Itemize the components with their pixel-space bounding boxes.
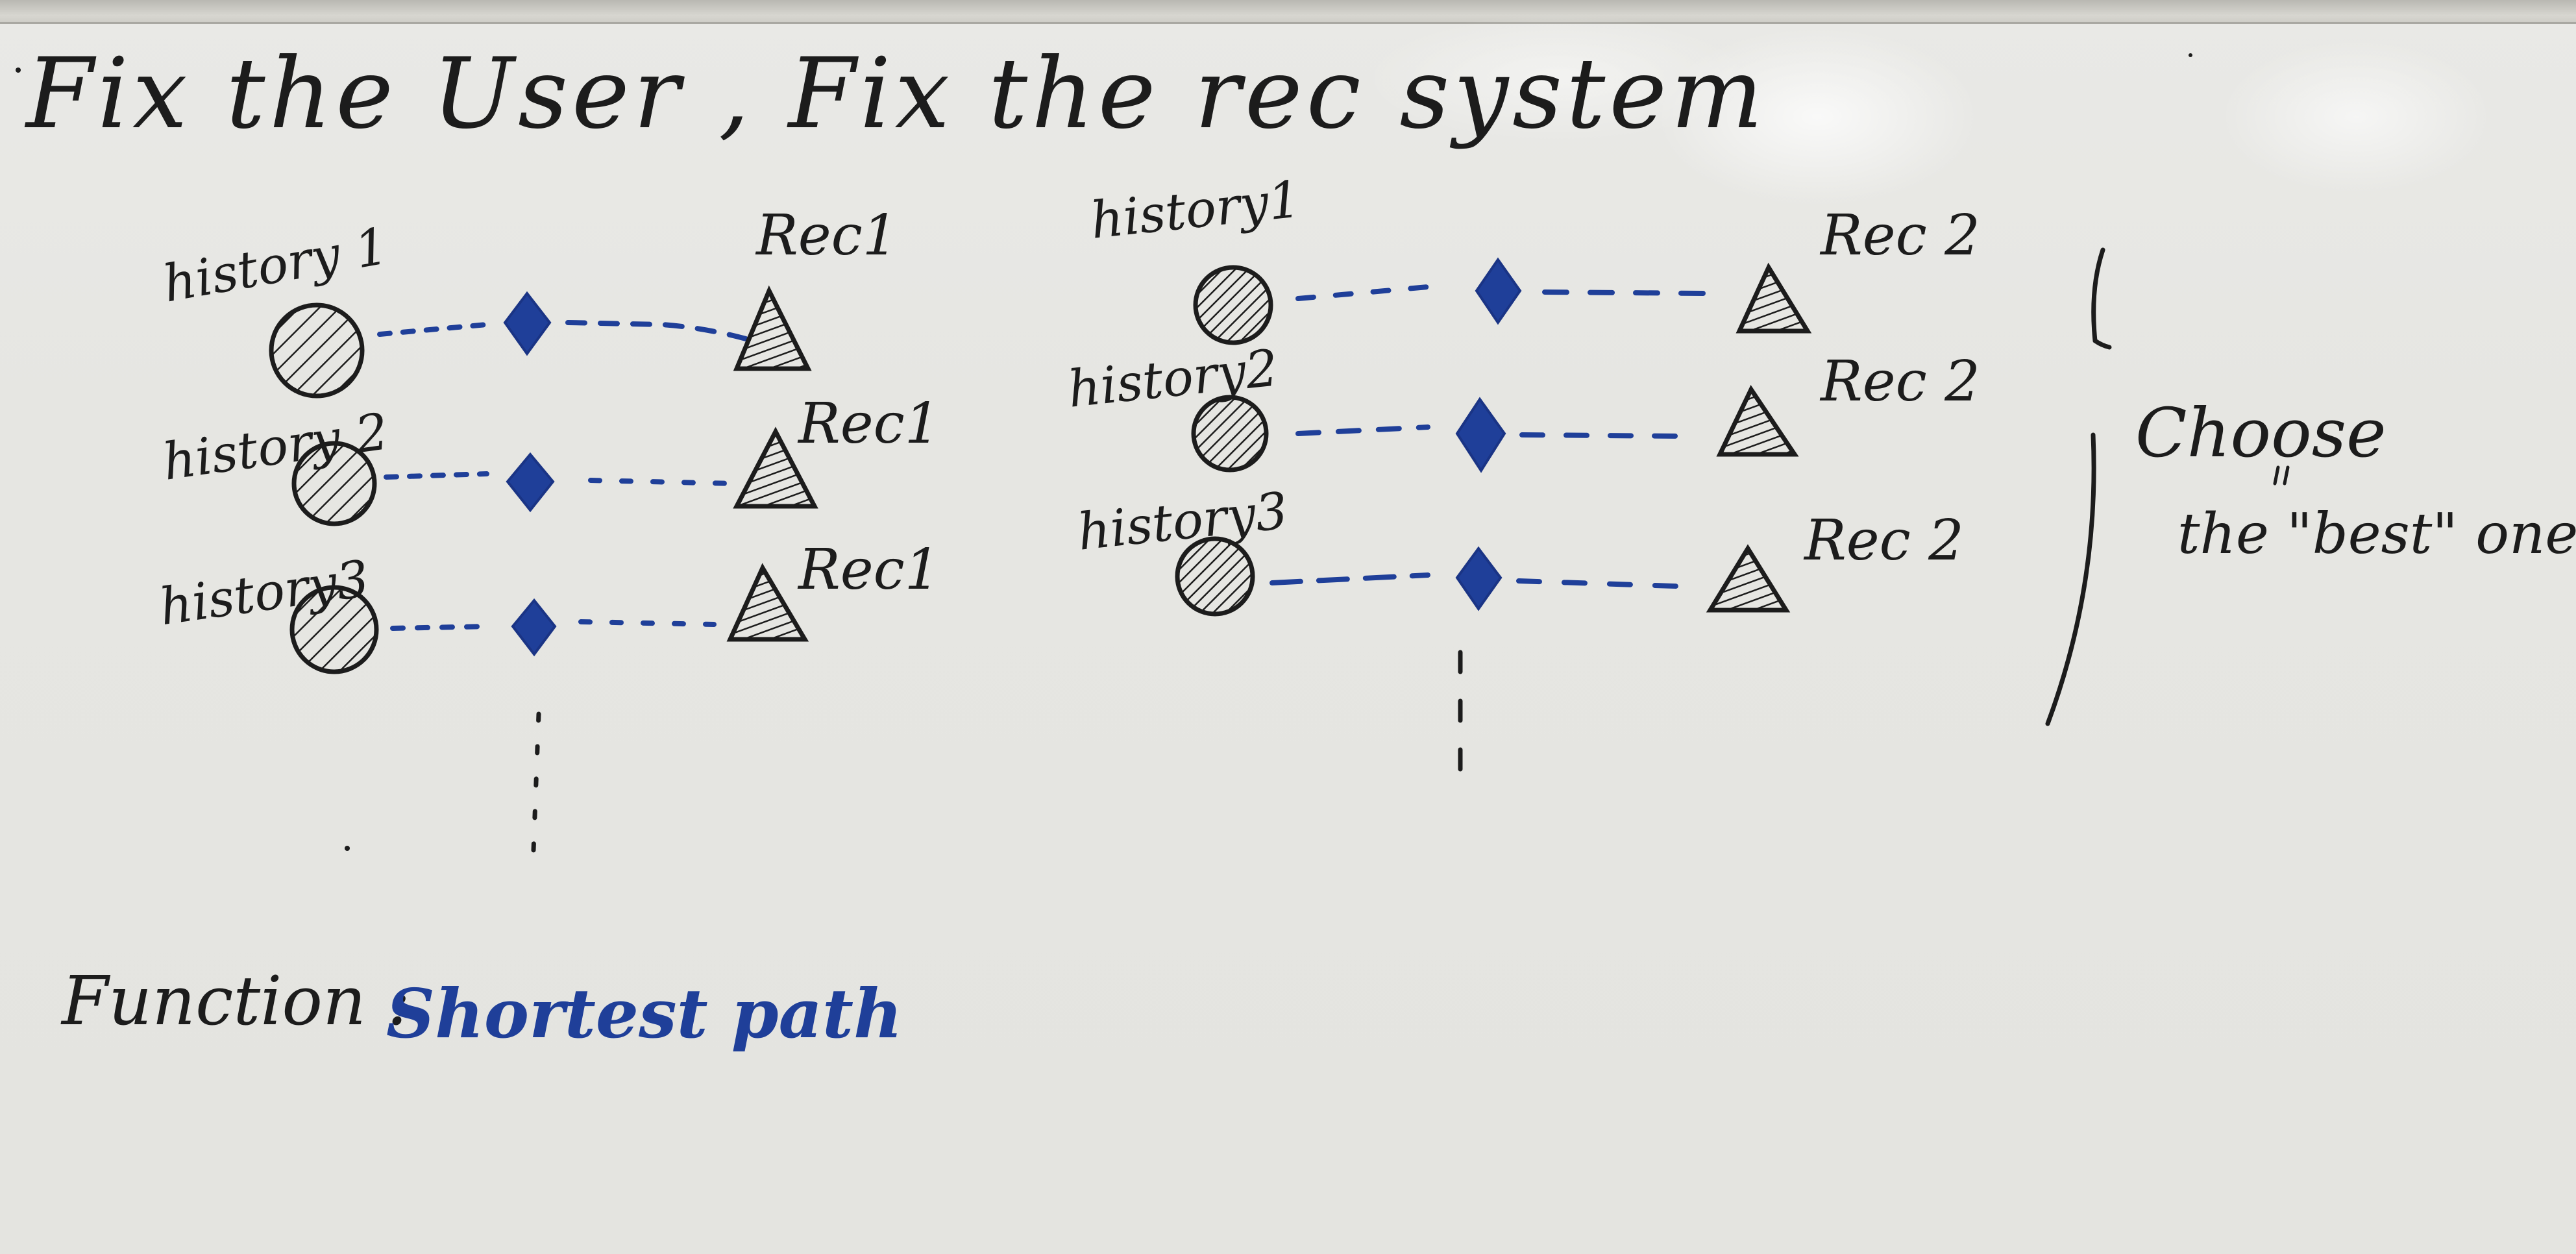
rec-node-icon xyxy=(726,563,809,642)
rec-label-left-1: Rec1 xyxy=(756,203,898,268)
rec-label-right-1: Rec 2 xyxy=(1821,203,1980,268)
row-right-3 xyxy=(1175,536,1791,617)
history-node-icon xyxy=(1175,536,1255,617)
rec-node-icon xyxy=(733,285,812,371)
light-glare xyxy=(2220,39,2492,195)
history-node-icon xyxy=(1193,265,1273,345)
path-segment xyxy=(1516,578,1697,589)
function-value: Shortest path xyxy=(386,974,903,1053)
path-segment xyxy=(1542,289,1706,296)
rec-label-right-2: Rec 2 xyxy=(1821,349,1980,414)
history-node-icon xyxy=(289,585,379,674)
rec-node-icon xyxy=(1706,544,1791,613)
path-segment xyxy=(588,478,736,486)
path-segment xyxy=(1295,424,1430,436)
stray-mark xyxy=(345,846,350,851)
intermediate-node-icon xyxy=(511,598,557,657)
intermediate-node-icon xyxy=(506,452,555,513)
row-left-2 xyxy=(291,426,818,526)
history-node-icon xyxy=(1191,395,1269,473)
row-right-2 xyxy=(1191,384,1799,473)
light-glare xyxy=(1655,26,1980,208)
quote-mark xyxy=(2283,465,2290,486)
whiteboard-frame xyxy=(0,0,2576,24)
continuation-dots xyxy=(531,711,541,853)
path-segment xyxy=(384,471,489,480)
quote-mark xyxy=(2273,465,2280,486)
rec-node-icon xyxy=(733,426,818,509)
function-label: Function : xyxy=(62,961,411,1040)
intermediate-node-icon xyxy=(503,291,552,356)
rec-node-icon xyxy=(1736,262,1812,334)
intermediate-node-icon xyxy=(1455,397,1506,473)
intermediate-node-icon xyxy=(1475,257,1522,325)
stray-mark xyxy=(16,68,21,73)
history-node-icon xyxy=(291,441,377,526)
path-segment xyxy=(1519,432,1690,439)
choose-text-line2: the "best" one xyxy=(2177,502,2576,567)
path-segment xyxy=(578,619,717,627)
row-left-1 xyxy=(269,285,812,399)
stray-mark xyxy=(2189,53,2192,57)
choose-text-line1: Choose xyxy=(2135,393,2386,473)
rec-node-icon xyxy=(1716,384,1799,457)
path-segment xyxy=(390,624,493,631)
history-node-icon xyxy=(269,302,365,399)
path-segment xyxy=(1270,572,1430,585)
brace-top xyxy=(2091,247,2105,343)
path-segment xyxy=(1295,284,1430,301)
rec-label-left-3: Rec1 xyxy=(798,537,940,602)
rec-label-left-2: Rec1 xyxy=(798,391,940,456)
board-title: Fix the User , Fix the rec system xyxy=(26,38,1767,151)
row-left-3 xyxy=(289,563,809,674)
path-segment xyxy=(565,320,755,343)
brace-bottom xyxy=(2045,432,2096,726)
rec-label-right-3: Rec 2 xyxy=(1804,508,1964,573)
brace-top-tip xyxy=(2092,338,2112,350)
path-segment xyxy=(377,322,489,337)
intermediate-node-icon xyxy=(1455,546,1503,611)
row-right-1 xyxy=(1193,257,1812,345)
